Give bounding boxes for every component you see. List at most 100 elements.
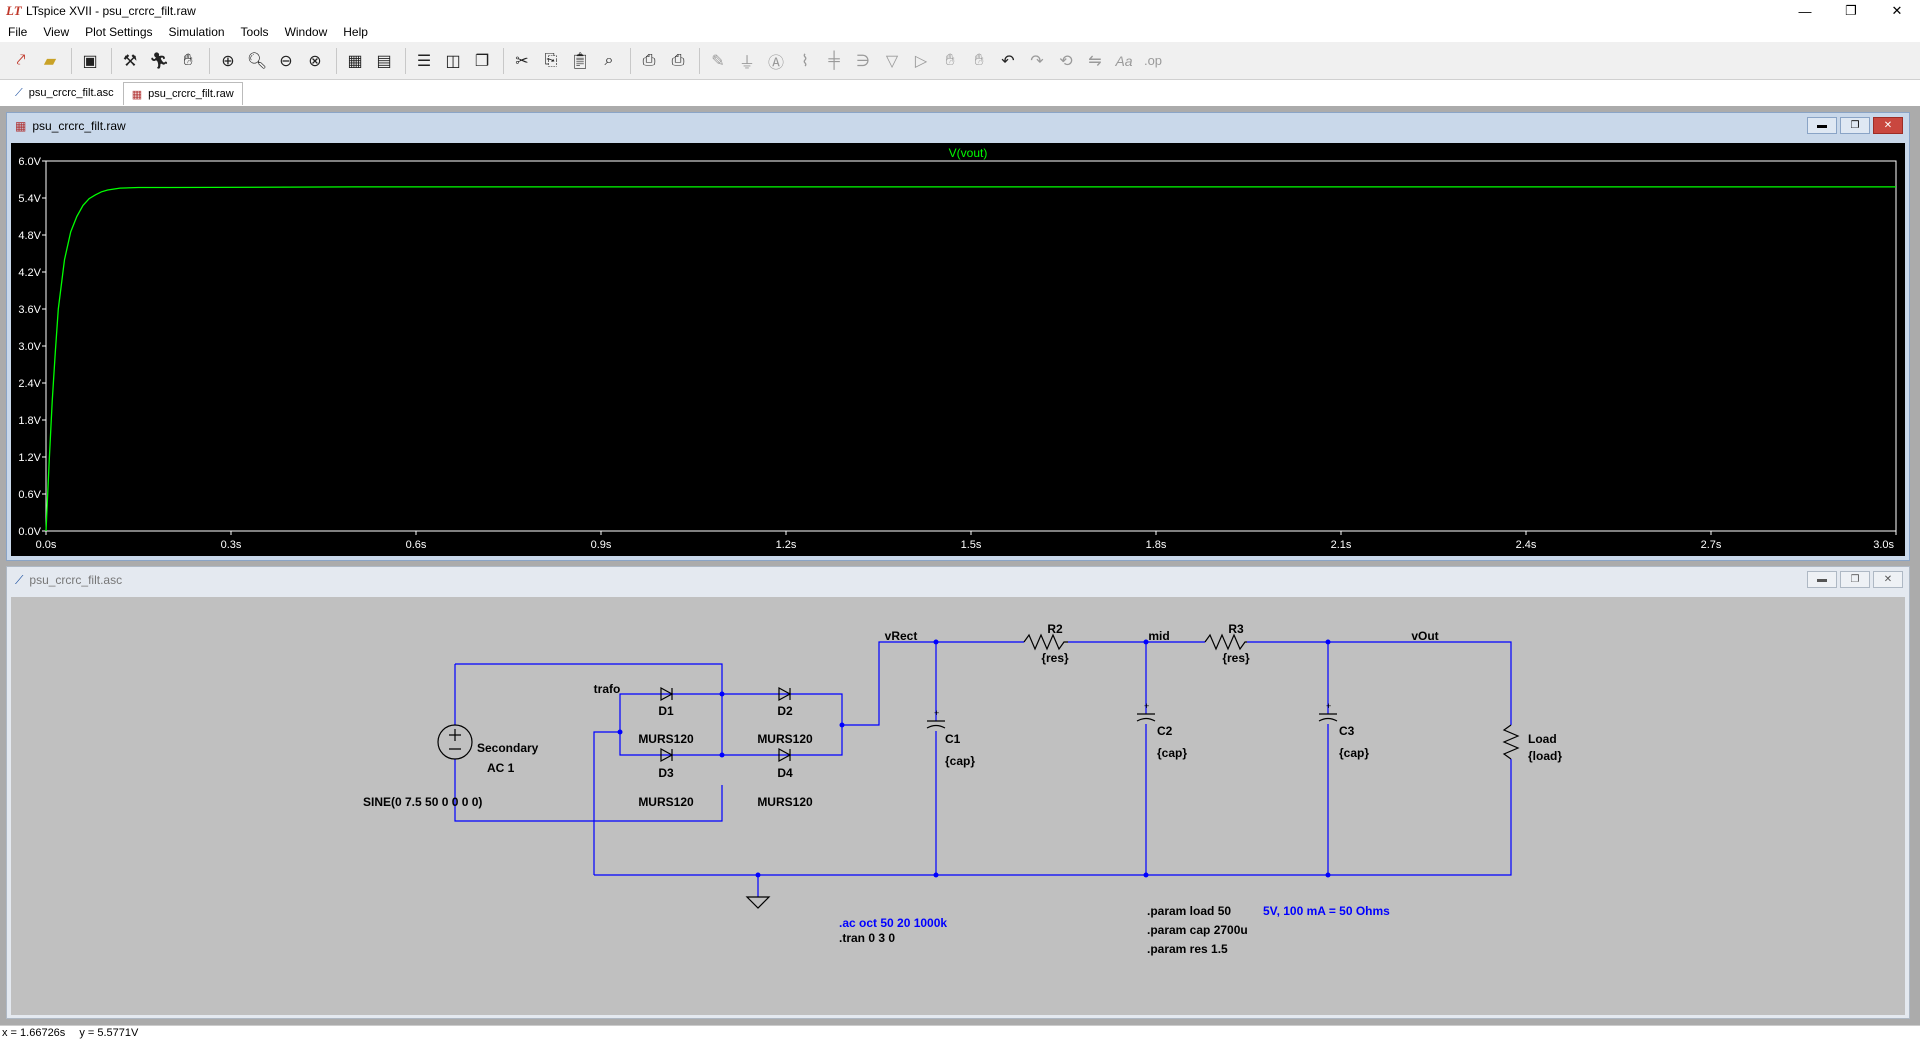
- resistor-load-symbol[interactable]: [1502, 724, 1520, 760]
- comment-load[interactable]: 5V, 100 mA = 50 Ohms: [1263, 904, 1390, 918]
- trace-label[interactable]: V(vout): [949, 146, 988, 160]
- paste-icon[interactable]: 📋︎: [569, 52, 591, 70]
- param-res[interactable]: .param res 1.5: [1147, 942, 1228, 956]
- spice-directive-icon[interactable]: .op: [1143, 53, 1163, 68]
- menu-tools[interactable]: Tools: [240, 25, 269, 39]
- cut-icon[interactable]: ✂: [515, 52, 529, 70]
- minimize-button[interactable]: —: [1798, 3, 1812, 19]
- x-tick-label[interactable]: 3.0s: [1873, 539, 1894, 551]
- find-binoculars-icon[interactable]: ⌕: [604, 51, 614, 69]
- y-tick-label[interactable]: 0.0V: [18, 526, 41, 538]
- schematic-canvas[interactable]: trafo vRect mid vOut Secondary AC 1 SINE…: [11, 597, 1905, 1015]
- capacitor-icon[interactable]: ╪: [828, 51, 840, 69]
- move-hand-icon[interactable]: ✋︎: [945, 51, 955, 69]
- net-label-vout[interactable]: vOut: [1411, 629, 1438, 643]
- tile-vertical-icon[interactable]: ◫: [445, 52, 461, 70]
- tab-schematic[interactable]: ⟋ psu_crcrc_filt.asc: [6, 81, 123, 105]
- component-icon[interactable]: ▷: [914, 52, 928, 70]
- y-tick-label[interactable]: 0.6V: [18, 489, 41, 501]
- close-button[interactable]: ✕: [1873, 117, 1903, 134]
- drag-hand-icon[interactable]: ✋︎: [974, 51, 984, 69]
- undo-icon[interactable]: ↶: [1001, 52, 1015, 70]
- redo-icon[interactable]: ↷: [1030, 52, 1044, 70]
- save-icon[interactable]: ▣: [82, 52, 98, 70]
- capacitor-c3-symbol[interactable]: [1318, 713, 1338, 722]
- menu-view[interactable]: View: [43, 25, 70, 39]
- y-tick-label[interactable]: 4.8V: [18, 230, 41, 242]
- resistor-r2-symbol[interactable]: [1023, 633, 1068, 651]
- mirror-icon[interactable]: ⇋: [1088, 52, 1102, 70]
- close-button[interactable]: ✕: [1873, 571, 1903, 588]
- y-tick-label[interactable]: 1.8V: [18, 415, 41, 427]
- schematic-drawing[interactable]: trafo vRect mid vOut Secondary AC 1 SINE…: [11, 597, 1905, 1015]
- voltage-source-symbol[interactable]: [437, 724, 473, 760]
- menu-file[interactable]: File: [8, 25, 28, 39]
- capacitor-c2-symbol[interactable]: [1136, 713, 1156, 722]
- resistor-r3-symbol[interactable]: [1204, 633, 1247, 651]
- y-tick-label[interactable]: 6.0V: [18, 156, 41, 168]
- x-tick-label[interactable]: 2.4s: [1516, 539, 1537, 551]
- spice-directive-ac[interactable]: .ac oct 50 20 1000k: [839, 916, 947, 930]
- diode-d3-symbol[interactable]: [660, 747, 674, 763]
- x-tick-label[interactable]: 1.2s: [776, 539, 797, 551]
- x-tick-label[interactable]: 0.0s: [36, 539, 57, 551]
- restore-button[interactable]: ❐: [1845, 3, 1857, 18]
- restore-button[interactable]: ❐: [1840, 571, 1870, 588]
- diode-d1-symbol[interactable]: [660, 686, 674, 702]
- cascade-icon[interactable]: ❐: [474, 52, 490, 70]
- ground-icon[interactable]: ⏚: [738, 54, 755, 72]
- x-tick-label[interactable]: 2.7s: [1701, 539, 1722, 551]
- restore-button[interactable]: ❐: [1840, 117, 1870, 134]
- x-tick-label[interactable]: 0.3s: [221, 539, 242, 551]
- label-net-icon[interactable]: Ⓐ: [767, 54, 784, 72]
- y-tick-label[interactable]: 3.6V: [18, 304, 41, 316]
- autorange-icon[interactable]: ▦: [347, 52, 363, 70]
- x-tick-label[interactable]: 0.9s: [591, 539, 612, 551]
- print-preview-icon[interactable]: ⎙: [671, 51, 685, 69]
- y-tick-label[interactable]: 4.2V: [18, 267, 41, 279]
- minimize-button[interactable]: ▬: [1807, 571, 1837, 588]
- diode-d2-symbol[interactable]: [778, 686, 792, 702]
- grid-icon[interactable]: ▤: [376, 52, 392, 70]
- control-panel-icon[interactable]: ⚒: [122, 52, 138, 70]
- zoom-in-icon[interactable]: ⊕: [221, 52, 235, 70]
- menu-simulation[interactable]: Simulation: [168, 25, 225, 39]
- ground-icon[interactable]: [745, 896, 771, 909]
- capacitor-c1-symbol[interactable]: [926, 720, 946, 729]
- tab-waveform[interactable]: ▦ psu_crcrc_filt.raw: [122, 82, 243, 105]
- spice-directive-tran[interactable]: .tran 0 3 0: [839, 931, 895, 945]
- waveform-plot[interactable]: V(vout) 0.0V 0.6V 1.2V 1.8V 2.4V 3.0V 3.6V 4.2V…: [11, 143, 1905, 556]
- y-tick-label[interactable]: 2.4V: [18, 378, 41, 390]
- draw-wire-icon[interactable]: ✎: [711, 52, 725, 70]
- y-tick-label[interactable]: 3.0V: [18, 341, 41, 353]
- run-icon[interactable]: 🏃︎: [148, 52, 170, 70]
- net-label-mid[interactable]: mid: [1148, 629, 1169, 643]
- rotate-icon[interactable]: ⟲: [1059, 52, 1073, 70]
- y-tick-label[interactable]: 1.2V: [18, 452, 41, 464]
- x-tick-label[interactable]: 1.8s: [1146, 539, 1167, 551]
- param-load[interactable]: .param load 50: [1147, 904, 1231, 918]
- print-icon[interactable]: ⎙: [642, 51, 656, 69]
- y-tick-label[interactable]: 5.4V: [18, 193, 41, 205]
- net-label-trafo[interactable]: trafo: [594, 682, 621, 696]
- open-folder-icon[interactable]: ▰: [43, 52, 57, 70]
- trace-vout[interactable]: [45, 186, 1896, 532]
- x-tick-label[interactable]: 1.5s: [961, 539, 982, 551]
- copy-icon[interactable]: ⎘: [544, 51, 558, 69]
- x-tick-label[interactable]: 0.6s: [406, 539, 427, 551]
- diode-icon[interactable]: ▽: [885, 52, 899, 70]
- menu-window[interactable]: Window: [284, 25, 328, 39]
- inductor-icon[interactable]: ∋: [856, 52, 870, 70]
- minimize-button[interactable]: ▬: [1807, 117, 1837, 134]
- halt-hand-icon[interactable]: ✋︎: [183, 51, 193, 69]
- param-cap[interactable]: .param cap 2700u: [1147, 923, 1248, 937]
- tile-horizontal-icon[interactable]: ☰: [416, 52, 432, 70]
- menu-plot-settings[interactable]: Plot Settings: [85, 25, 153, 39]
- text-icon[interactable]: Aa: [1115, 52, 1133, 69]
- resistor-icon[interactable]: ⌇: [801, 52, 809, 70]
- net-label-vrect[interactable]: vRect: [885, 629, 918, 643]
- new-schematic-icon[interactable]: ⤤: [16, 51, 26, 69]
- zoom-area-icon[interactable]: 🔍︎: [246, 52, 268, 70]
- x-tick-label[interactable]: 2.1s: [1331, 539, 1352, 551]
- zoom-fit-icon[interactable]: ⊗: [308, 52, 322, 70]
